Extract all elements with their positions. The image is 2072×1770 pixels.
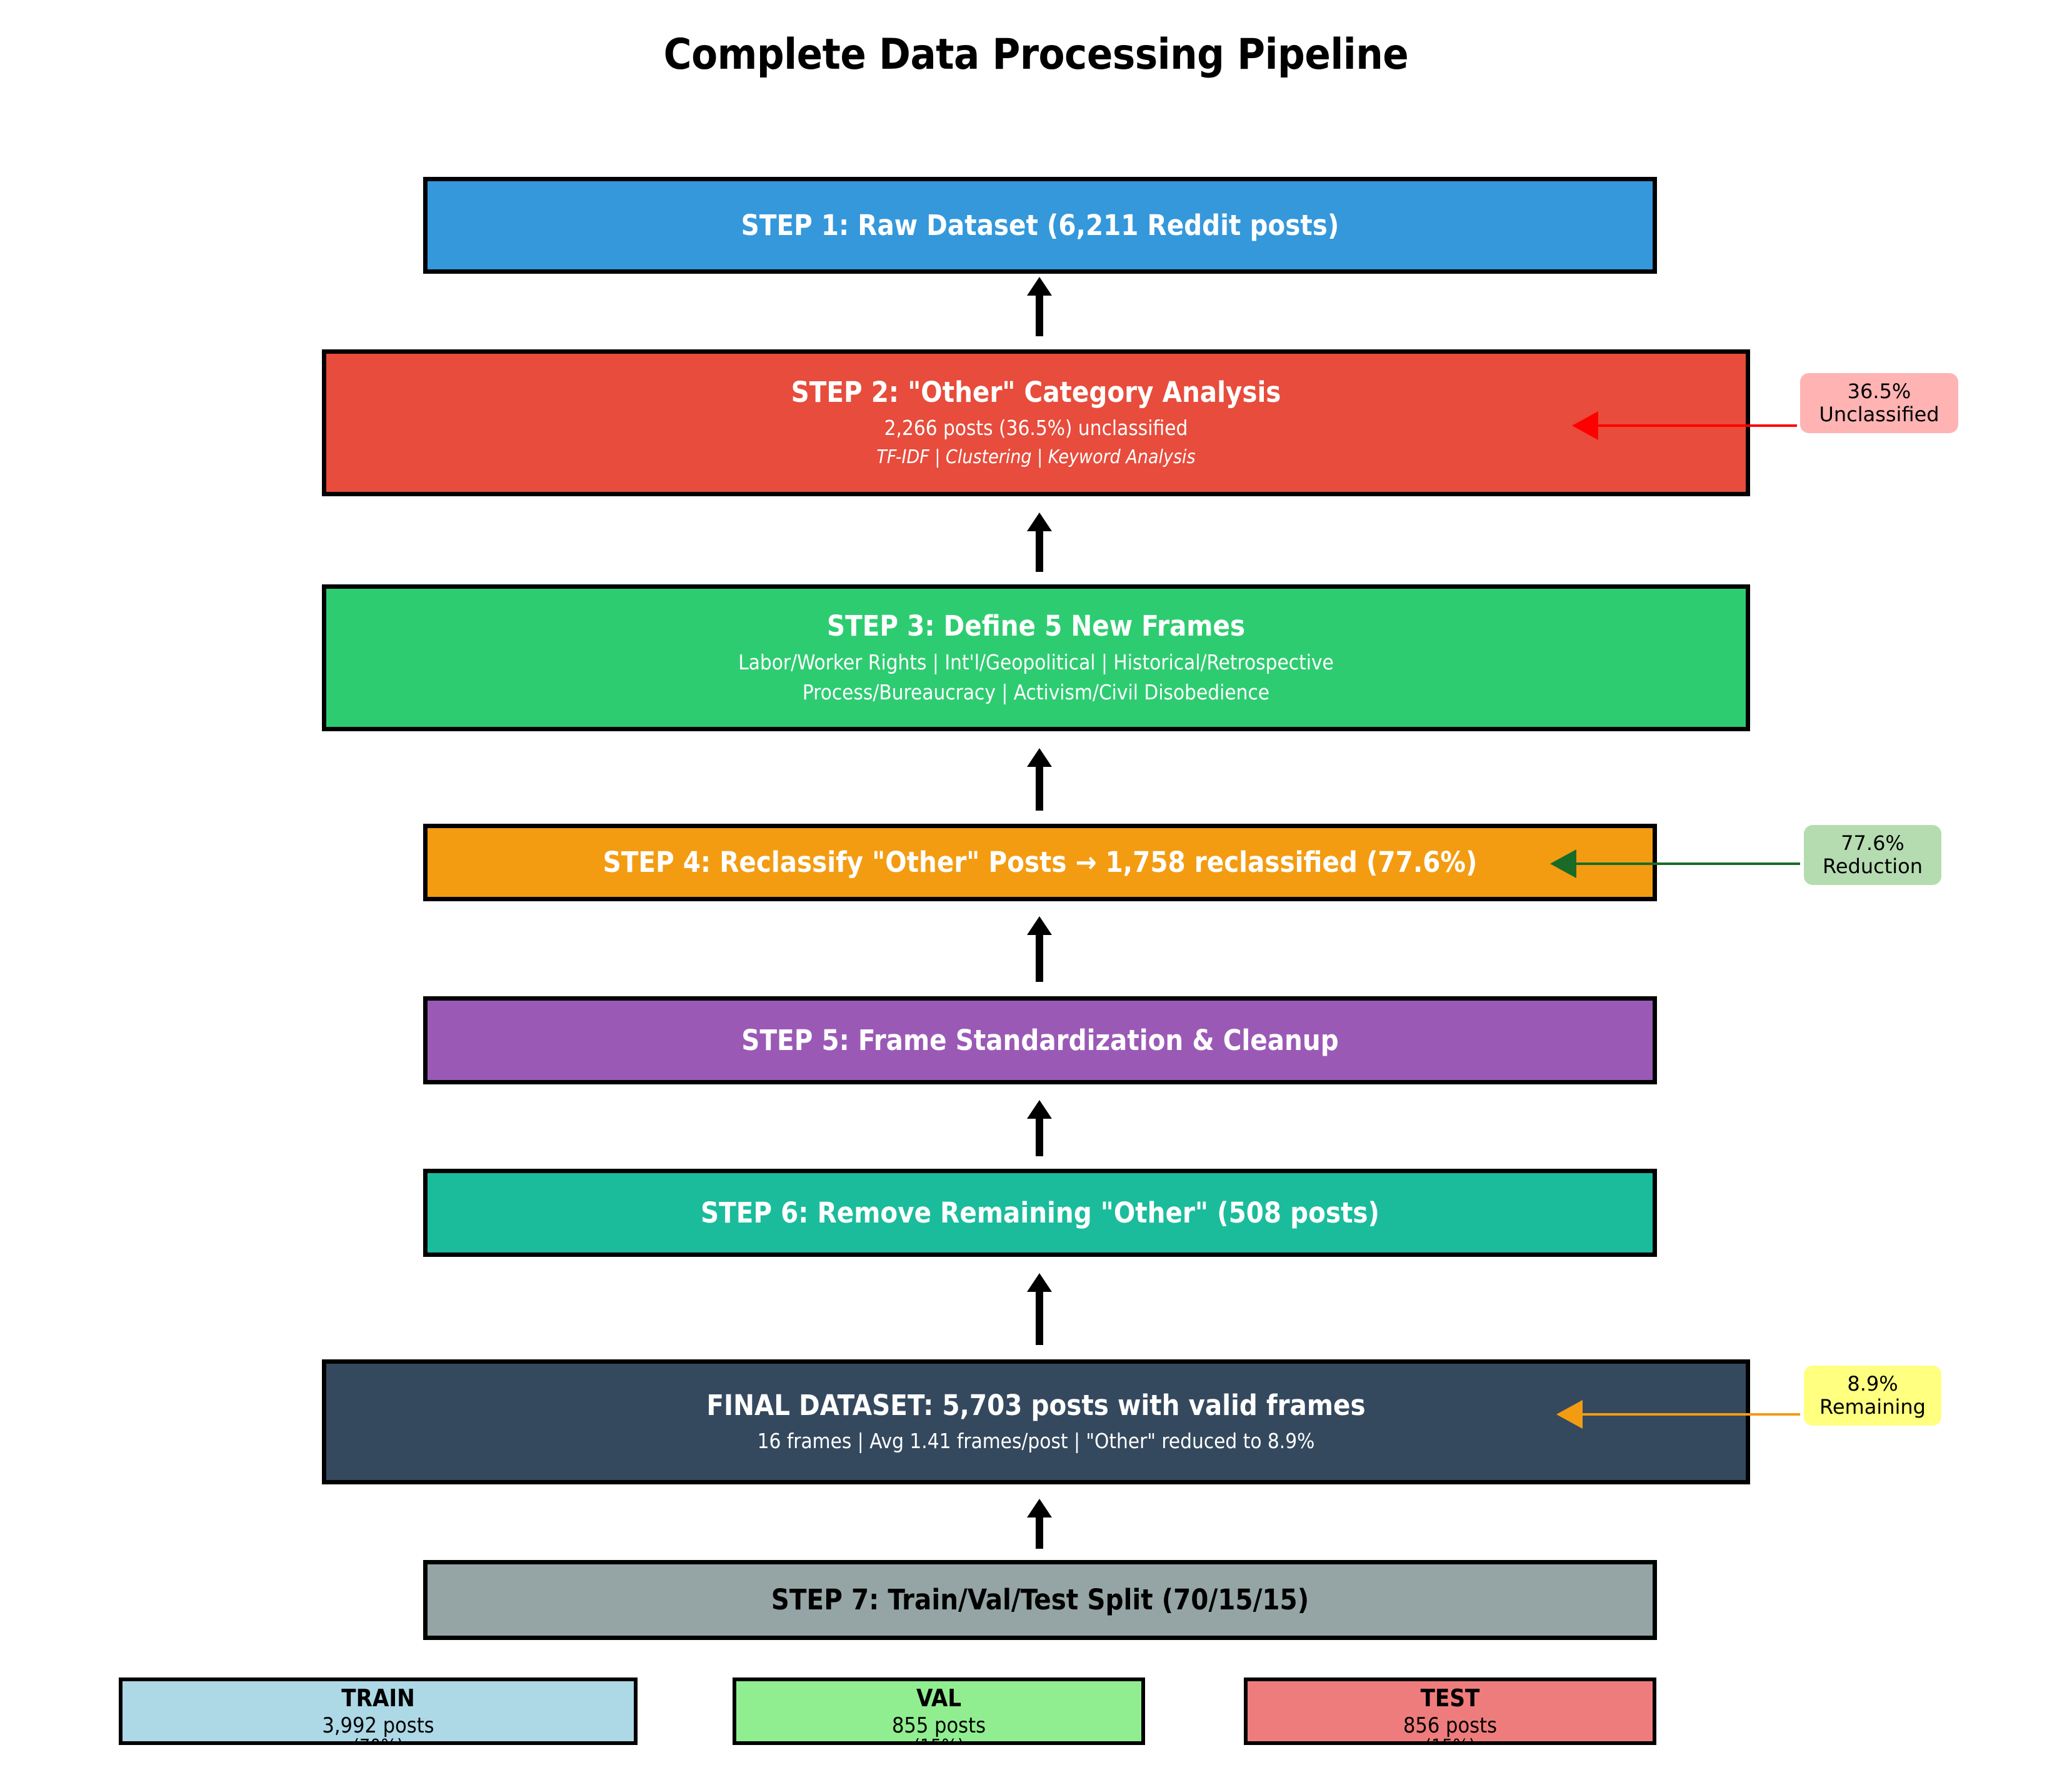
step-3-subtitle-1: Labor/Worker Rights | Int'l/Geopolitical… — [738, 649, 1334, 674]
final-dataset-subtitle-1: 16 frames | Avg 1.41 frames/post | "Othe… — [757, 1429, 1315, 1454]
split-train-percent: (70%) — [353, 1737, 403, 1741]
badge-unclassified-label: Unclassified — [1819, 402, 1939, 426]
final-dataset-box: FINAL DATASET: 5,703 posts with valid fr… — [322, 1359, 1750, 1484]
step-7-box: STEP 7: Train/Val/Test Split (70/15/15) — [423, 1560, 1657, 1640]
final-dataset-title: FINAL DATASET: 5,703 posts with valid fr… — [706, 1388, 1366, 1422]
step-7-title: STEP 7: Train/Val/Test Split (70/15/15) — [771, 1583, 1309, 1617]
split-test-count: 856 posts — [1403, 1712, 1498, 1738]
step-3-subtitle-2: Process/Bureaucracy | Activism/Civil Dis… — [802, 679, 1270, 704]
arrow-shaft — [1036, 526, 1043, 572]
badge-unclassified-value: 36.5% — [1847, 379, 1911, 403]
split-test-name: TEST — [1420, 1684, 1480, 1712]
step-6-box: STEP 6: Remove Remaining "Other" (508 po… — [423, 1169, 1657, 1257]
step-2-title: STEP 2: "Other" Category Analysis — [791, 376, 1281, 409]
pointer-line — [1581, 1413, 1800, 1416]
page-title: Complete Data Processing Pipeline — [663, 30, 1409, 79]
split-test-percent: (15%) — [1424, 1737, 1475, 1741]
arrow-shaft — [1036, 930, 1043, 982]
arrow-shaft — [1036, 762, 1043, 811]
badge-remaining-value: 8.9% — [1847, 1371, 1898, 1396]
arrow-shaft — [1036, 1287, 1043, 1345]
split-val-name: VAL — [916, 1684, 962, 1712]
step-2-subtitle-2: TF-IDF | Clustering | Keyword Analysis — [876, 446, 1196, 469]
badge-reduction-value: 77.6% — [1841, 831, 1904, 855]
pointer-head — [1550, 849, 1576, 878]
step-1-title: STEP 1: Raw Dataset (6,211 Reddit posts) — [741, 208, 1339, 242]
arrow-head — [1027, 1499, 1052, 1518]
split-train-name: TRAIN — [341, 1684, 415, 1712]
arrow-head — [1027, 1100, 1052, 1119]
arrow-head — [1027, 748, 1052, 767]
pointer-head — [1572, 411, 1598, 440]
step-4-box: STEP 4: Reclassify "Other" Posts → 1,758… — [423, 824, 1657, 901]
step-1-box: STEP 1: Raw Dataset (6,211 Reddit posts) — [423, 177, 1657, 274]
arrow-shaft — [1036, 291, 1043, 336]
pointer-line — [1597, 424, 1797, 427]
arrow-shaft — [1036, 1512, 1043, 1549]
arrow-head — [1027, 277, 1052, 296]
pointer-head — [1556, 1400, 1583, 1429]
step-5-title: STEP 5: Frame Standardization & Cleanup — [741, 1023, 1339, 1057]
badge-reduction: 77.6%Reduction — [1804, 825, 1941, 885]
arrow-shaft — [1036, 1114, 1043, 1156]
badge-reduction-label: Reduction — [1823, 854, 1923, 878]
split-train-count: 3,992 posts — [322, 1712, 434, 1738]
badge-unclassified: 36.5%Unclassified — [1800, 373, 1958, 433]
split-val-percent: (15%) — [913, 1737, 964, 1741]
arrow-head — [1027, 1273, 1052, 1292]
step-2-box: STEP 2: "Other" Category Analysis 2,266 p… — [322, 349, 1750, 496]
step-3-title: STEP 3: Define 5 New Frames — [826, 609, 1246, 643]
step-5-box: STEP 5: Frame Standardization & Cleanup — [423, 996, 1657, 1084]
arrow-head — [1027, 512, 1052, 531]
split-val-count: 855 posts — [891, 1712, 986, 1738]
step-6-title: STEP 6: Remove Remaining "Other" (508 po… — [700, 1196, 1380, 1229]
badge-remaining: 8.9%Remaining — [1804, 1366, 1941, 1426]
pointer-line — [1575, 862, 1800, 865]
step-2-subtitle-1: 2,266 posts (36.5%) unclassified — [884, 416, 1188, 441]
badge-remaining-label: Remaining — [1819, 1395, 1926, 1419]
arrow-head — [1027, 916, 1052, 935]
step-4-title: STEP 4: Reclassify "Other" Posts → 1,758… — [603, 846, 1478, 879]
